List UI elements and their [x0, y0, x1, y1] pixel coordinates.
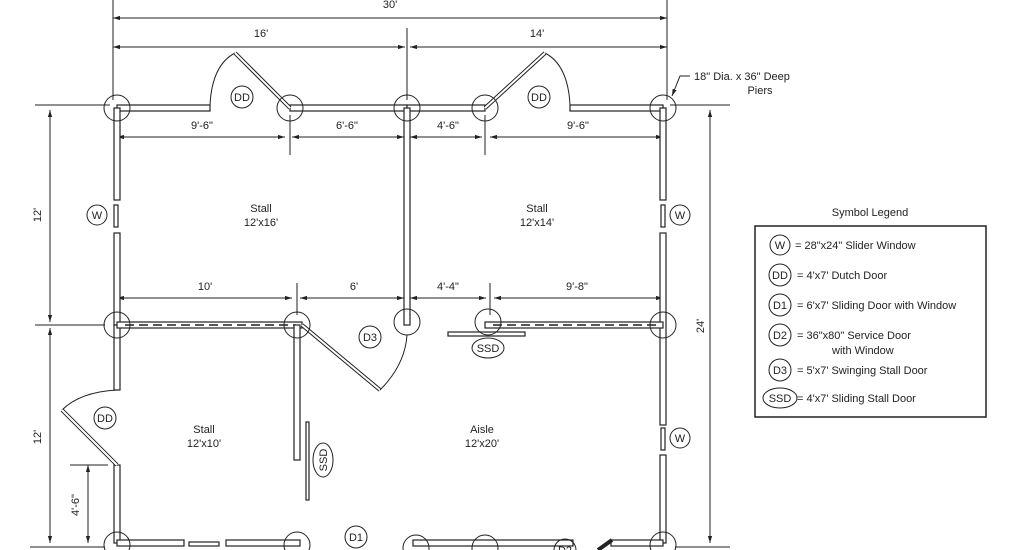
pier — [471, 534, 499, 550]
dim-left-section: 16' — [254, 28, 268, 40]
room-name: Stall — [193, 424, 214, 436]
pier — [402, 534, 430, 550]
legend-tag: DD — [772, 270, 788, 282]
dimension-labels: 30' 16' 14' 9'-6" 6'-6" 4'-6" 9'-6" 10' … — [32, 0, 707, 516]
tag-w: W — [675, 210, 686, 222]
piers — [103, 94, 677, 550]
legend-desc: = 4'x7' Sliding Stall Door — [797, 393, 916, 405]
pier — [649, 94, 677, 122]
pier — [276, 94, 304, 122]
legend-desc: = 6'x7' Sliding Door with Window — [797, 300, 956, 312]
legend-tag: D1 — [773, 300, 787, 312]
tag-dd: DD — [531, 92, 547, 104]
dim-top-3: 4'-6" — [437, 120, 459, 132]
pier — [649, 531, 677, 550]
tag-ssd: SSD — [318, 449, 330, 472]
pier-note-line2: Piers — [747, 85, 773, 97]
legend-tag: D3 — [773, 365, 787, 377]
symbol-legend: Symbol Legend W = 28"x24" Slider Window … — [754, 207, 987, 418]
tag-d1: D1 — [349, 532, 363, 544]
dim-overall-depth: 24' — [695, 319, 707, 333]
dim-right-section: 14' — [530, 28, 544, 40]
pier-note-line1: 18" Dia. x 36" Deep — [694, 71, 790, 83]
dim-door-offset: 4'-6" — [70, 494, 82, 516]
pier — [471, 94, 499, 122]
legend-desc: = 36"x80" Service Door — [797, 330, 911, 342]
pier — [283, 311, 311, 339]
pier — [393, 308, 421, 336]
tag-dd: DD — [97, 413, 113, 425]
walls — [113, 104, 667, 547]
dimension-lines — [30, 0, 730, 548]
dim-left-lower: 12' — [32, 430, 44, 444]
dim-top-1: 9'-6" — [191, 120, 213, 132]
pier-note: 18" Dia. x 36" Deep Piers — [671, 71, 790, 97]
pier — [283, 531, 311, 550]
pier — [103, 94, 131, 122]
room-labels: Stall 12'x16' Stall 12'x14' Stall 12'x10… — [187, 203, 554, 450]
pier — [103, 311, 131, 339]
pier — [103, 531, 131, 550]
room-size: 12'x10' — [187, 438, 221, 450]
tag-dd: DD — [234, 92, 250, 104]
room-name: Stall — [250, 203, 271, 215]
legend-desc: = 5'x7' Swinging Stall Door — [797, 365, 928, 377]
tag-w: W — [92, 210, 103, 222]
room-size: 12'x20' — [465, 438, 499, 450]
legend-tag: SSD — [769, 393, 792, 405]
tag-ssd: SSD — [477, 343, 500, 355]
dim-mid-3: 4'-4" — [437, 281, 459, 293]
pier — [474, 308, 502, 336]
legend-desc: with Window — [831, 345, 894, 357]
room-size: 12'x14' — [520, 217, 554, 229]
pier — [649, 311, 677, 339]
room-name: Aisle — [470, 424, 494, 436]
symbol-tags: DD DD W W W DD D3 SSD SSD D1 D2 — [86, 85, 691, 550]
tag-d3: D3 — [363, 332, 377, 344]
legend-tag: W — [775, 240, 786, 252]
tag-w: W — [675, 433, 686, 445]
dim-mid-1: 10' — [198, 281, 212, 293]
legend-title: Symbol Legend — [832, 207, 908, 219]
dim-top-2: 6'-6" — [336, 120, 358, 132]
legend-desc: = 28"x24" Slider Window — [795, 240, 916, 252]
room-name: Stall — [526, 203, 547, 215]
pier — [393, 94, 421, 122]
dim-top-4: 9'-6" — [567, 120, 589, 132]
legend-desc: = 4'x7' Dutch Door — [797, 270, 887, 282]
dim-left-upper: 12' — [32, 208, 44, 222]
tag-d2: D2 — [558, 545, 572, 550]
dim-mid-2: 6' — [350, 281, 358, 293]
room-size: 12'x16' — [244, 217, 278, 229]
legend-tag: D2 — [773, 330, 787, 342]
dim-mid-4: 9'-8" — [566, 281, 588, 293]
dim-overall-width: 30' — [383, 0, 397, 11]
